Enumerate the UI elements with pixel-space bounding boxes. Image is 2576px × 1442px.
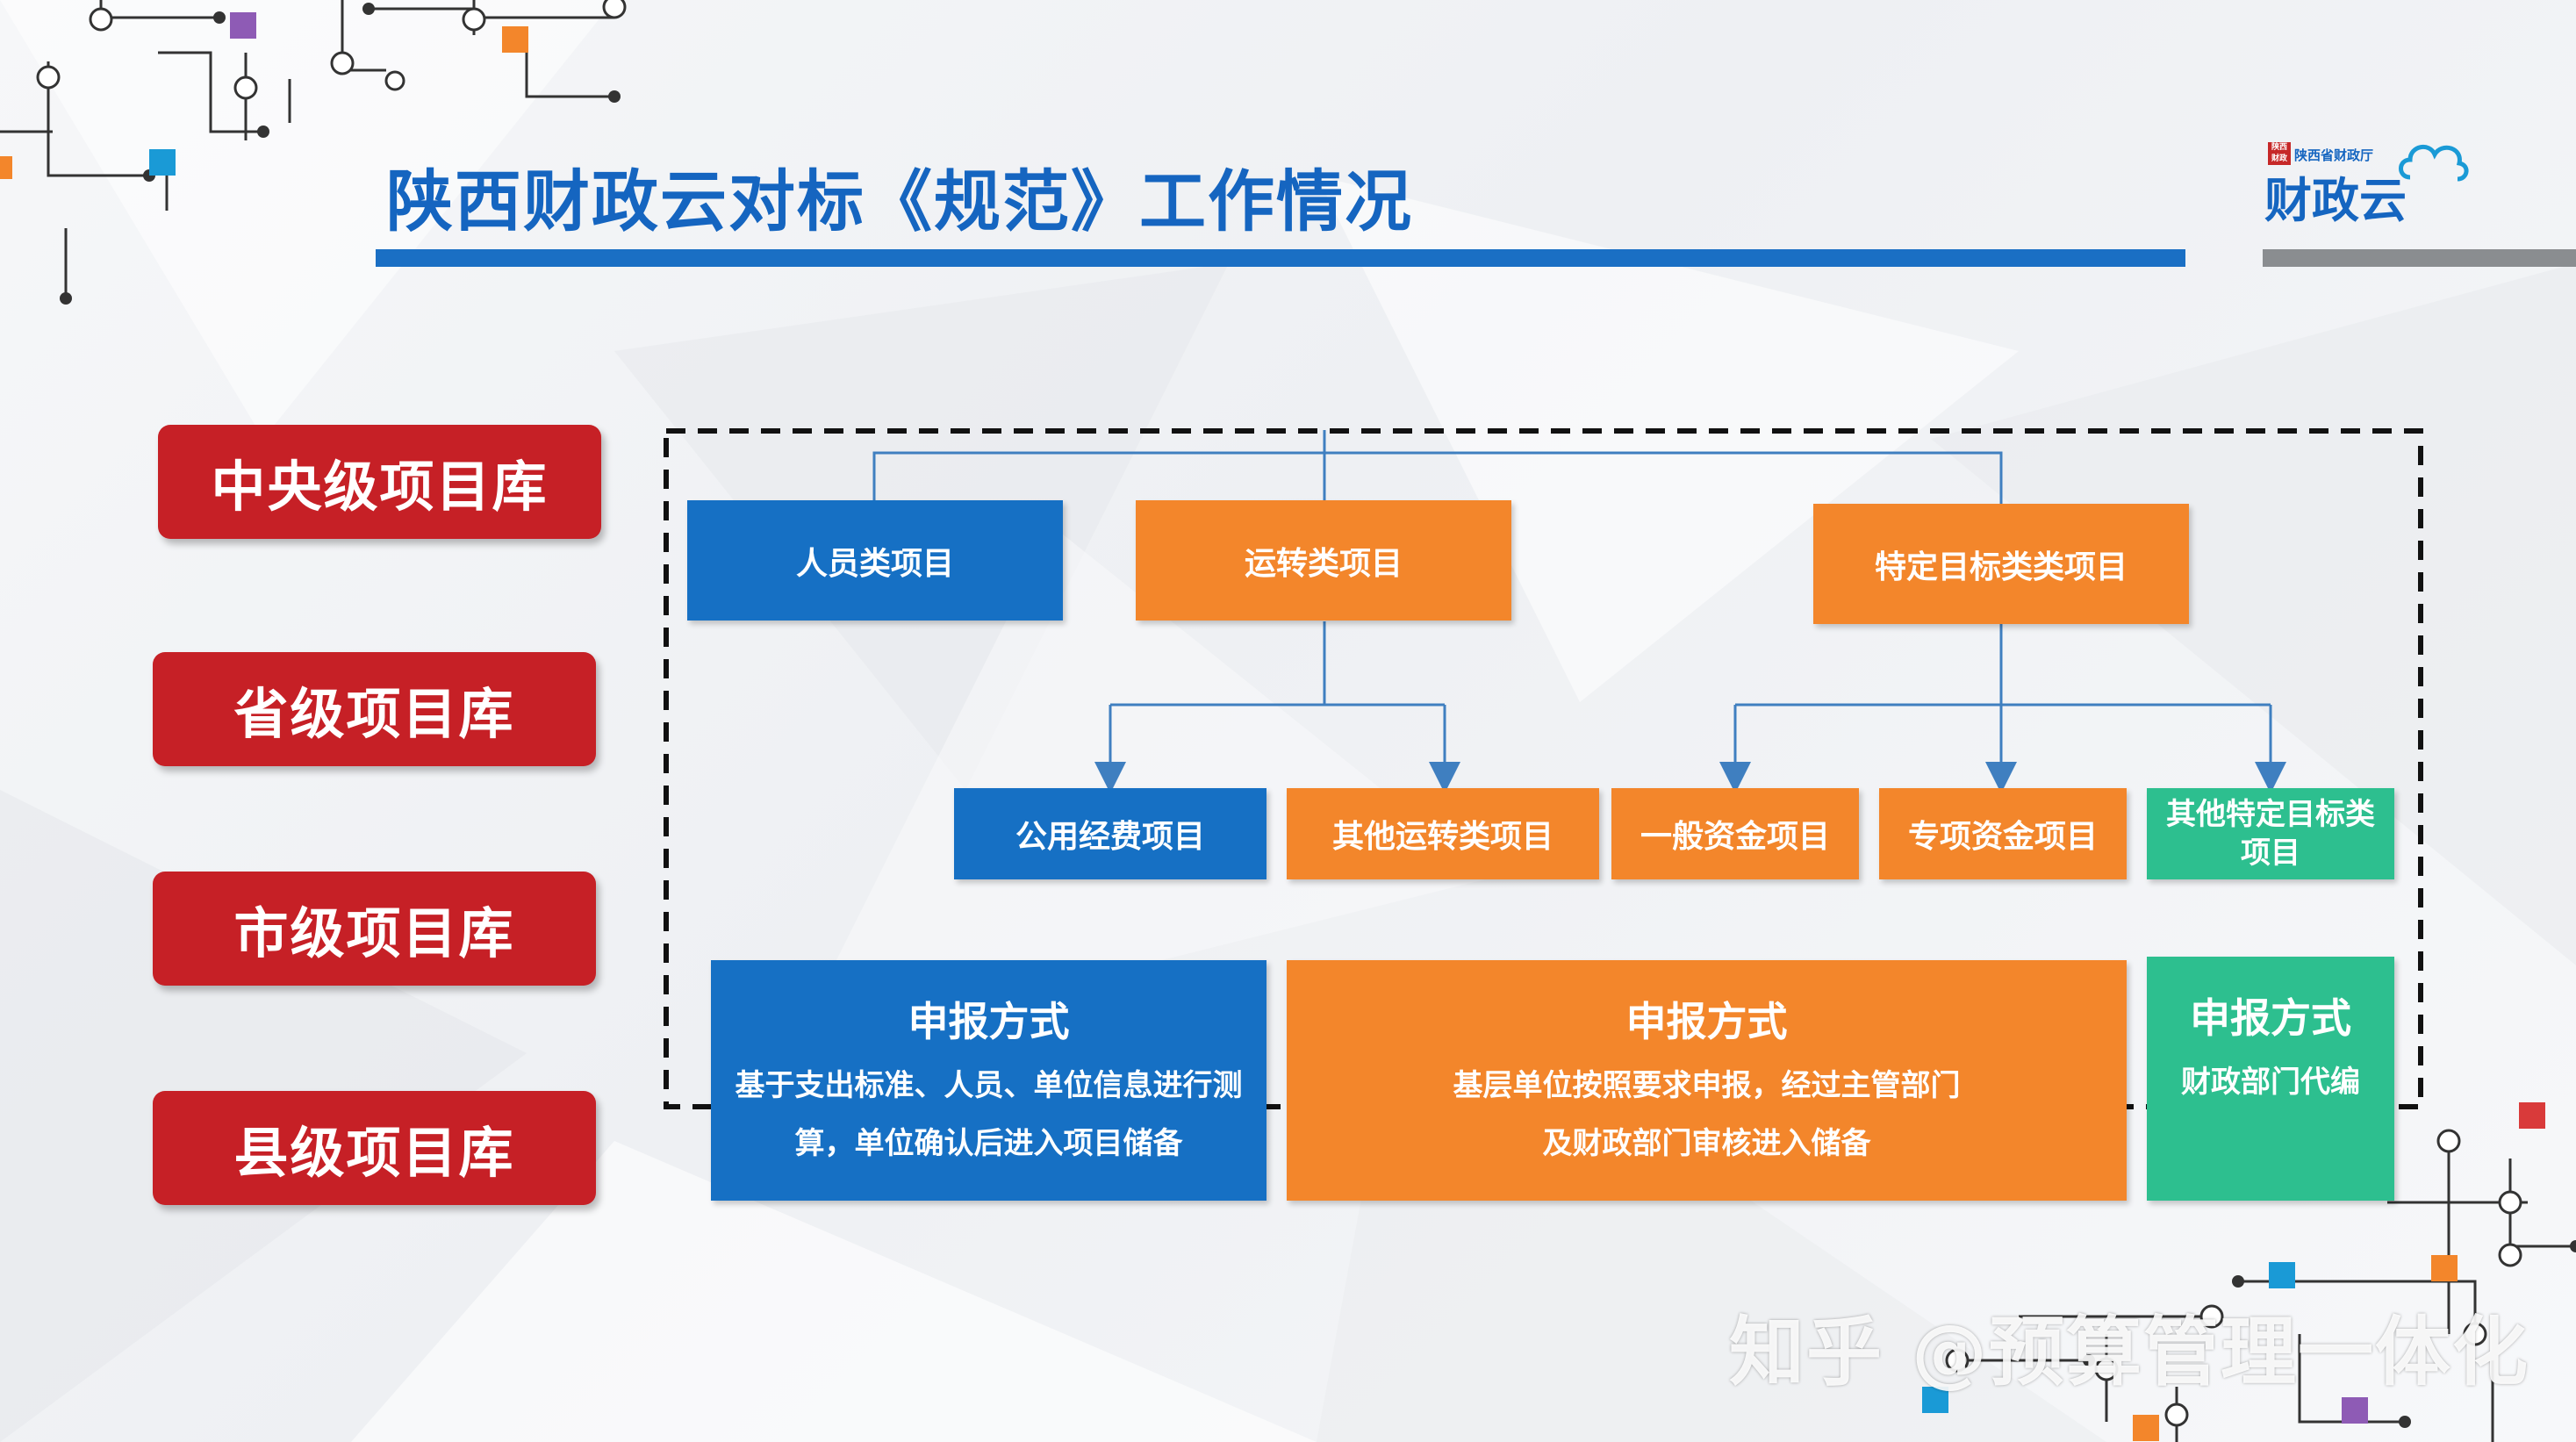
county-library-button[interactable]: 县级项目库	[153, 1091, 596, 1205]
other-operation-project-box: 其他运转类项目	[1287, 788, 1599, 879]
watermark: 知乎 @预算管理一体化	[1729, 1309, 2529, 1396]
personnel-project-box: 人员类项目	[687, 500, 1063, 621]
central-library-button[interactable]: 中央级项目库	[158, 425, 601, 539]
method-title: 申报方式	[1625, 998, 1788, 1045]
method-box-personnel: 申报方式 基于支出标准、人员、单位信息进行测 算，单位确认后进入项目储备	[711, 960, 1266, 1201]
method-box-operation: 申报方式 基层单位按照要求申报，经过主管部门 及财政部门审核进入储备	[1287, 960, 2127, 1201]
page-title: 陕西财政云对标《规范》工作情况	[386, 162, 1413, 240]
title-underline-grey	[2263, 249, 2576, 267]
method-desc-line1: 基于支出标准、人员、单位信息进行测	[735, 1068, 1243, 1103]
method-desc-line1: 基层单位按照要求申报，经过主管部门	[1453, 1068, 1961, 1103]
method-title: 申报方式	[908, 998, 1070, 1045]
logo-subtitle: 陕西省财政厅	[2294, 147, 2374, 163]
circuit-decoration-top-left	[0, 0, 627, 305]
public-funds-project-box: 公用经费项目	[954, 788, 1266, 879]
finance-cloud-logo: 陕西财政 陕西省财政厅 财政云	[2264, 132, 2469, 228]
logo-badge: 陕西财政	[2268, 142, 2291, 165]
provincial-library-button[interactable]: 省级项目库	[153, 652, 596, 766]
method-title: 申报方式	[2190, 994, 2351, 1042]
special-funds-project-box: 专项资金项目	[1879, 788, 2127, 879]
specific-target-project-box: 特定目标类类项目	[1813, 504, 2189, 624]
circuit-decoration-bottom-right	[1922, 1102, 2576, 1442]
method-box-specific: 申报方式 财政部门代编	[2147, 957, 2394, 1201]
operation-project-box: 运转类项目	[1136, 500, 1511, 621]
cloud-icon	[2399, 145, 2469, 182]
logo-text: 财政云	[2264, 173, 2407, 228]
general-funds-project-box: 一般资金项目	[1611, 788, 1859, 879]
method-desc-line2: 算，单位确认后进入项目储备	[794, 1126, 1183, 1161]
city-library-button[interactable]: 市级项目库	[153, 872, 596, 986]
method-desc-line1: 财政部门代编	[2181, 1065, 2360, 1100]
other-specific-project-box: 其他特定目标类项目	[2147, 788, 2394, 879]
method-desc-line2: 及财政部门审核进入储备	[1542, 1126, 1871, 1161]
title-underline	[376, 249, 2185, 267]
